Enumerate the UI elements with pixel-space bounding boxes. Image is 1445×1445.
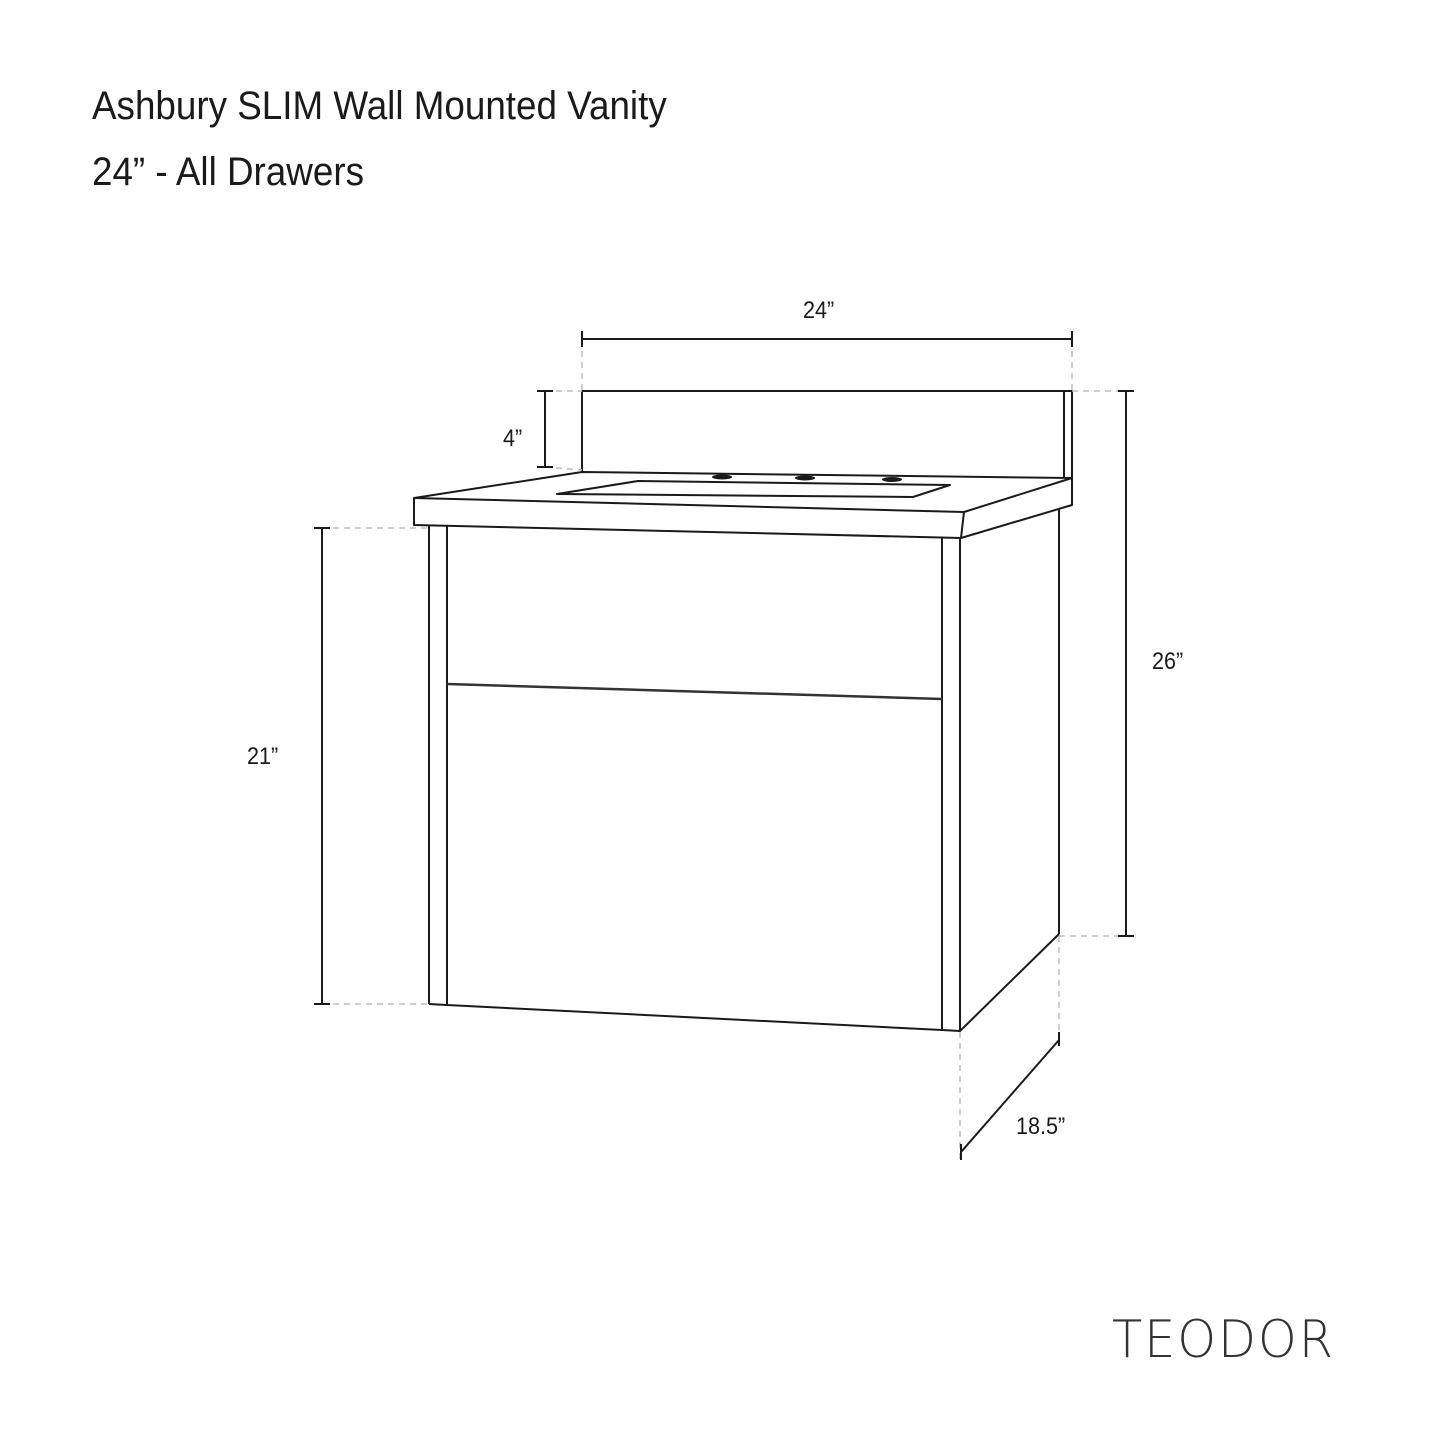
dimension-lines xyxy=(314,331,1134,1160)
cabinet-body xyxy=(428,508,1060,1032)
overall-height-label: 26” xyxy=(1152,648,1184,675)
brand-logo: TEODOR xyxy=(1112,1310,1335,1370)
page-title: Ashbury SLIM Wall Mounted Vanity xyxy=(92,84,667,128)
extension-guides xyxy=(322,340,1128,1160)
cabinet-height-label: 21” xyxy=(247,743,279,770)
width-dimension-label: 24” xyxy=(803,297,835,324)
drawer-divider xyxy=(446,682,943,701)
depth-dimension-label: 18.5” xyxy=(1016,1113,1066,1140)
page-subtitle: 24” - All Drawers xyxy=(92,150,364,194)
backsplash xyxy=(581,390,1073,478)
sink-basin xyxy=(556,480,951,498)
faucet-holes xyxy=(712,474,902,482)
backsplash-height-label: 4” xyxy=(503,425,523,452)
